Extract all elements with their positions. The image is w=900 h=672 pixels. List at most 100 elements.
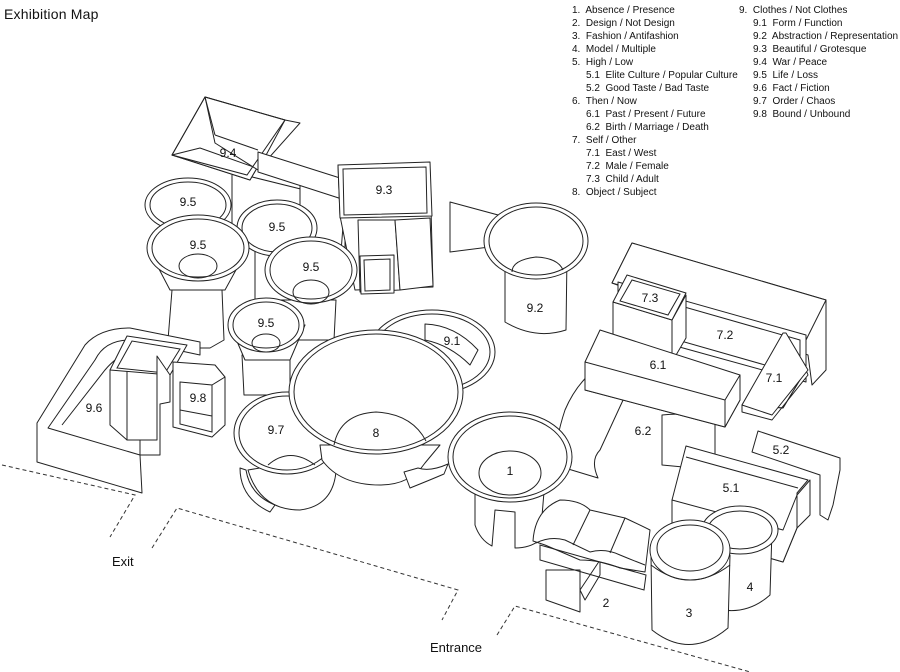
legend-item-number: 9.1 bbox=[753, 18, 767, 29]
legend-item-label: Abstraction / Representation bbox=[771, 31, 899, 42]
legend-item-number: 9.7 bbox=[753, 96, 767, 107]
exhibit-9-8[interactable]: 9.8 bbox=[172, 361, 226, 438]
legend-item-label: Beautiful / Grotesque bbox=[772, 44, 867, 55]
legend-item: 1. Absence / Presence bbox=[572, 4, 738, 17]
legend-item-number: 9.3 bbox=[753, 44, 767, 55]
exhibit-label: 4 bbox=[747, 580, 754, 594]
legend-item-number: 9.5 bbox=[753, 70, 767, 81]
legend-item: 6.1 Past / Present / Future bbox=[572, 108, 738, 121]
exhibit-label: 9.5 bbox=[303, 260, 320, 274]
exhibit-8[interactable]: 8 bbox=[288, 329, 464, 489]
exhibit-label: 7.2 bbox=[717, 328, 734, 342]
legend-item: 7.1 East / West bbox=[572, 147, 738, 160]
exhibit-7-1[interactable]: 7.1 bbox=[741, 332, 809, 421]
exhibit-label: 9.7 bbox=[268, 423, 285, 437]
legend-item-number: 4. bbox=[572, 44, 581, 55]
legend-item-number: 9.2 bbox=[753, 31, 767, 42]
exhibit-label: 5.1 bbox=[723, 481, 740, 495]
legend-item-number: 7.3 bbox=[586, 174, 600, 185]
exhibit-9-3[interactable]: 9.3 bbox=[337, 161, 434, 295]
legend-item-label: Model / Multiple bbox=[585, 44, 656, 55]
exhibit-9-5e[interactable]: 9.5 bbox=[227, 297, 306, 396]
legend-item-label: Form / Function bbox=[772, 18, 843, 29]
legend-item: 7. Self / Other bbox=[572, 134, 738, 147]
exhibit-9-6[interactable]: 9.6 bbox=[36, 327, 201, 494]
exhibit-6-1[interactable]: 6.1 bbox=[584, 329, 741, 428]
legend-item: 9.8 Bound / Unbound bbox=[739, 108, 898, 121]
legend-item-label: Bound / Unbound bbox=[772, 109, 851, 120]
exhibit-label: 8 bbox=[373, 426, 380, 440]
legend-item: 9.2 Abstraction / Representation bbox=[739, 30, 898, 43]
legend-item-number: 9.8 bbox=[753, 109, 767, 120]
legend-item-label: Child / Adult bbox=[605, 174, 659, 185]
legend-item-number: 7.1 bbox=[586, 148, 600, 159]
legend-item-number: 6.2 bbox=[586, 122, 600, 133]
legend-item: 9.1 Form / Function bbox=[739, 17, 898, 30]
exhibit-label: 9.5 bbox=[258, 316, 275, 330]
legend-item: 4. Model / Multiple bbox=[572, 43, 738, 56]
exhibit-label: 5.2 bbox=[773, 443, 790, 457]
exhibit-label: 9.2 bbox=[527, 301, 544, 315]
legend-item-number: 3. bbox=[572, 31, 581, 42]
legend-item-number: 5.2 bbox=[586, 83, 600, 94]
legend-item-number: 6. bbox=[572, 96, 581, 107]
legend-item-label: Birth / Marriage / Death bbox=[605, 122, 709, 133]
exhibit-label: 7.1 bbox=[766, 371, 783, 385]
exhibit-label: 3 bbox=[686, 606, 693, 620]
legend-item-label: Life / Loss bbox=[772, 70, 819, 81]
legend-item-label: Absence / Presence bbox=[585, 5, 675, 16]
legend-item: 7.3 Child / Adult bbox=[572, 173, 738, 186]
walkway-exit-path bbox=[1, 464, 459, 621]
page-title: Exhibition Map bbox=[4, 6, 99, 22]
legend-item-number: 7.2 bbox=[586, 161, 600, 172]
legend-item-number: 6.1 bbox=[586, 109, 600, 120]
legend-item: 6. Then / Now bbox=[572, 95, 738, 108]
exhibit-label: 9.6 bbox=[86, 401, 103, 415]
legend-item: 7.2 Male / Female bbox=[572, 160, 738, 173]
legend-item-label: Design / Not Design bbox=[585, 18, 675, 29]
legend-item-number: 9. bbox=[739, 5, 748, 16]
exhibit-9-2[interactable]: 9.2 bbox=[449, 201, 589, 335]
legend-item-label: Fact / Fiction bbox=[772, 83, 830, 94]
entrance-label[interactable]: Entrance bbox=[430, 640, 482, 655]
exhibit-2[interactable]: 2 bbox=[532, 499, 651, 613]
legend-item: 9.7 Order / Chaos bbox=[739, 95, 898, 108]
walkway-entrance-path bbox=[496, 605, 753, 672]
legend-item-number: 9.6 bbox=[753, 83, 767, 94]
legend-item: 9. Clothes / Not Clothes bbox=[739, 4, 898, 17]
legend-item-label: Past / Present / Future bbox=[605, 109, 706, 120]
legend-item: 3. Fashion / Antifashion bbox=[572, 30, 738, 43]
legend-item-number: 1. bbox=[572, 5, 581, 16]
legend-item: 9.5 Life / Loss bbox=[739, 69, 898, 82]
exhibit-label: 6.2 bbox=[635, 424, 652, 438]
exhibit-3[interactable]: 3 bbox=[649, 519, 731, 645]
exit-label[interactable]: Exit bbox=[112, 554, 134, 569]
legend-item-label: Self / Other bbox=[585, 135, 637, 146]
legend-item: 9.4 War / Peace bbox=[739, 56, 898, 69]
exhibit-label: 9.3 bbox=[376, 183, 393, 197]
legend-item-number: 7. bbox=[572, 135, 581, 146]
legend-item: 6.2 Birth / Marriage / Death bbox=[572, 121, 738, 134]
legend-item-label: Good Taste / Bad Taste bbox=[605, 83, 710, 94]
exhibit-9-5c[interactable]: 9.5 bbox=[146, 214, 250, 349]
exhibit-label: 9.5 bbox=[180, 195, 197, 209]
legend-item: 9.6 Fact / Fiction bbox=[739, 82, 898, 95]
legend-item-label: Male / Female bbox=[605, 161, 669, 172]
exhibit-label: 9.1 bbox=[444, 334, 461, 348]
legend-item: 8. Object / Subject bbox=[572, 186, 738, 199]
legend-item-number: 5.1 bbox=[586, 70, 600, 81]
legend-item-label: Elite Culture / Popular Culture bbox=[605, 70, 738, 81]
exhibit-label: 9.4 bbox=[220, 146, 237, 160]
legend-item-number: 8. bbox=[572, 187, 581, 198]
exhibit-label: 1 bbox=[507, 464, 514, 478]
legend-item-label: High / Low bbox=[585, 57, 634, 68]
legend-item-number: 2. bbox=[572, 18, 581, 29]
legend-item: 9.3 Beautiful / Grotesque bbox=[739, 43, 898, 56]
legend-item: 5. High / Low bbox=[572, 56, 738, 69]
legend-item: 2. Design / Not Design bbox=[572, 17, 738, 30]
exhibit-5-2[interactable]: 5.2 bbox=[751, 430, 841, 521]
exhibit-label: 7.3 bbox=[642, 291, 659, 305]
exhibit-label: 2 bbox=[603, 596, 610, 610]
